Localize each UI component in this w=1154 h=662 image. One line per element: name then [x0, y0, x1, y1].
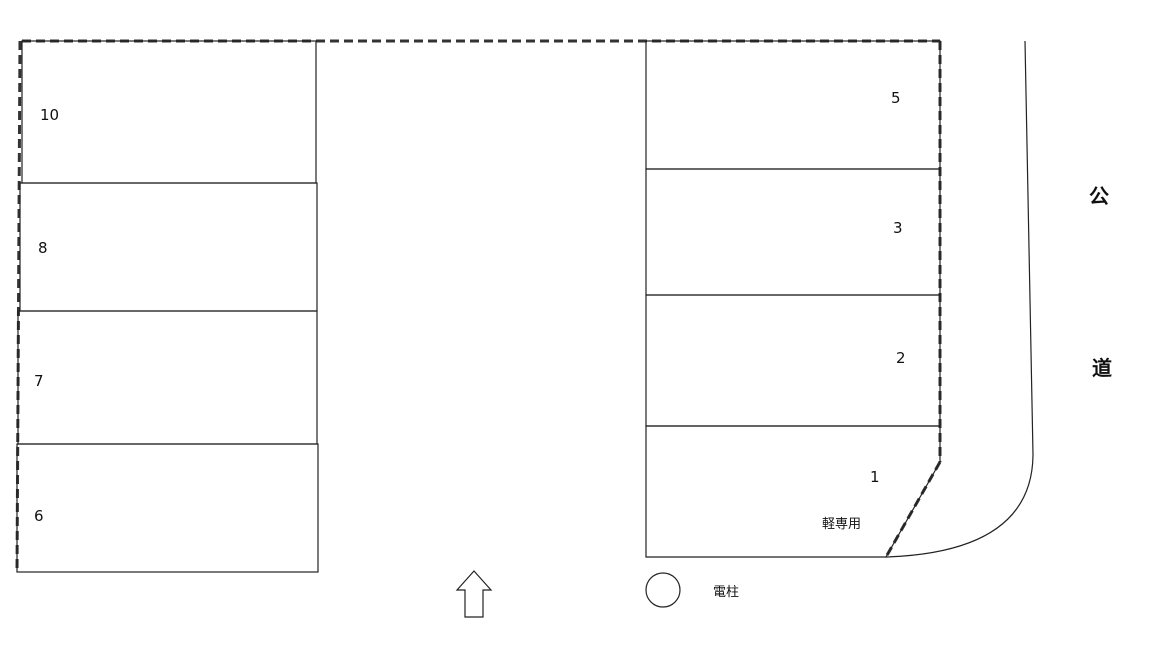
utility-pole-icon [645, 572, 681, 608]
road-label-char-2: 道 [1092, 356, 1112, 380]
space-label-7: 7 [34, 372, 44, 390]
parking-space-10 [21, 40, 317, 184]
space-label-6: 6 [34, 507, 44, 525]
left-parking-block [16, 40, 319, 573]
space-label-5: 5 [891, 89, 901, 107]
space-label-2: 2 [896, 349, 906, 367]
road-label-char-1: 公 [1089, 184, 1109, 208]
road-edge [885, 40, 1034, 558]
utility-pole-label: 電柱 [713, 585, 739, 600]
space-label-1: 1 [870, 468, 880, 486]
space-label-10: 10 [40, 106, 59, 124]
up-arrow-icon [455, 570, 493, 618]
parking-space-8 [19, 182, 318, 312]
right-parking-block [645, 40, 941, 558]
space-note-light-vehicle: 軽専用 [822, 517, 861, 532]
site-boundary [15, 39, 942, 573]
parking-space-7 [17, 310, 318, 445]
space-label-8: 8 [38, 239, 48, 257]
parking-space-1 [645, 425, 941, 558]
space-label-3: 3 [893, 219, 903, 237]
parking-space-6 [16, 443, 319, 573]
